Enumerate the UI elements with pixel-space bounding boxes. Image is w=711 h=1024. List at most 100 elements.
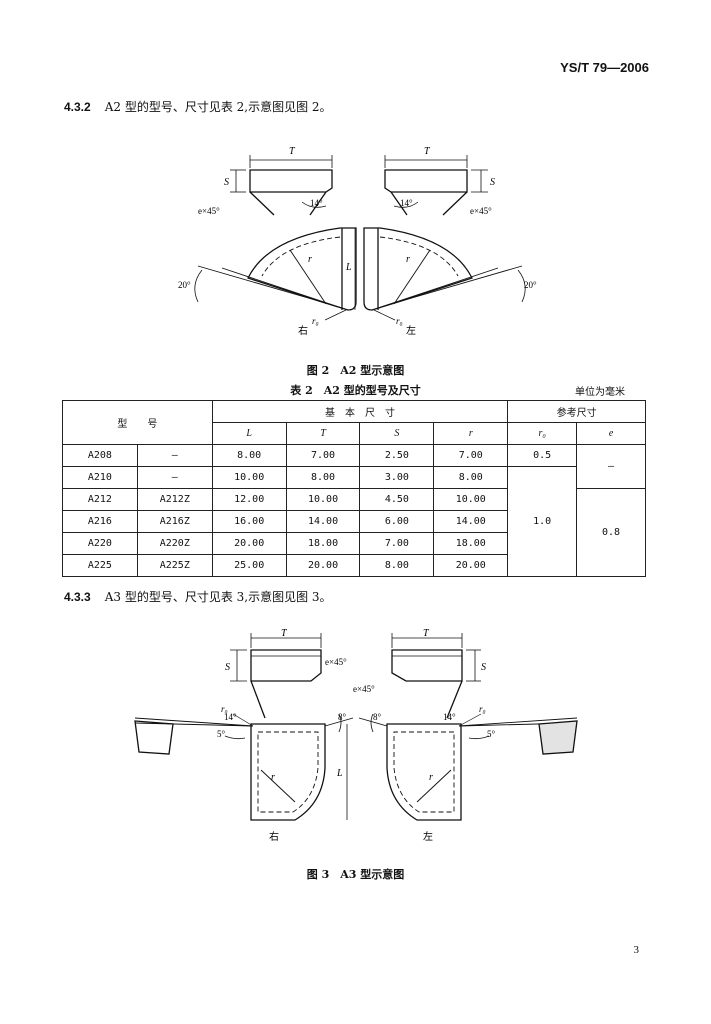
col-S: S [359, 422, 435, 445]
cell-r: 8.00 [433, 466, 509, 489]
fig3-label-5-left: 5° [217, 729, 226, 739]
cell-model-z: — [136, 444, 213, 467]
fig2-right-top-insert [384, 169, 468, 193]
table-2-unit: 单位为毫米 [575, 387, 625, 398]
cell-model-z: — [136, 466, 213, 489]
fig3-left-workpiece [134, 720, 174, 755]
fig2-label-14-left: 14° [310, 198, 323, 208]
fig3-label-r-left: r [271, 772, 275, 783]
cell-r: 7.00 [433, 444, 509, 467]
col-r: r [433, 422, 509, 445]
fig2-label-T-right: T [424, 146, 431, 157]
fig2-label-r0-right: r₀ [396, 316, 403, 326]
fig3-label-14-left: 14° [224, 712, 237, 722]
section-text: A3 型的型号、尺寸见表 3,示意图见图 3。 [104, 590, 332, 604]
fig3-label-S-right: S [481, 662, 486, 673]
table-row: A216 A216Z 16.00 14.00 6.00 14.00 [62, 510, 646, 533]
fig3-right-insert [386, 723, 462, 821]
cell-r: 10.00 [433, 488, 509, 511]
fig3-label-14-right: 14° [443, 712, 456, 722]
fig2-label-14-right: 14° [400, 198, 413, 208]
cell-L: 16.00 [211, 510, 287, 533]
cell-model-z: A220Z [136, 532, 213, 555]
table-row: A220 A220Z 20.00 18.00 7.00 18.00 [62, 532, 646, 555]
fig3-left-insert [250, 723, 326, 821]
cell-model: A208 [62, 444, 138, 467]
table-2-caption: 表 2 A2 型的型号及尺寸 [290, 384, 421, 397]
cell-T: 18.00 [285, 532, 361, 555]
table-row: A212 A212Z 12.00 10.00 4.50 10.00 0.8 [62, 488, 646, 577]
fig3-label-L: L [336, 768, 343, 779]
fig2-chamfer-right: e×45° [470, 206, 492, 216]
fig2-label-20-right: 20° [524, 280, 537, 290]
cell-S: 7.00 [359, 532, 435, 555]
fig2-right-top-edge [442, 191, 468, 216]
table-header-basic: 基 本 尺 寸 [211, 400, 509, 423]
figure-3-drawing: T T S S e×45° e×45° r₀ r₀ 14° 14° 8° 8° … [134, 628, 578, 843]
cell-model: A212 [62, 488, 138, 511]
cell-L: 25.00 [211, 554, 287, 577]
fig2-left-insert [247, 227, 357, 311]
cell-r: 20.00 [433, 554, 509, 577]
fig3-label-5-right: 5° [487, 729, 496, 739]
cell-T: 10.00 [285, 488, 361, 511]
cell-L: 8.00 [211, 444, 287, 467]
fig2-label-L: L [345, 262, 352, 273]
cell-S: 6.00 [359, 510, 435, 533]
fig2-label-right-hand: 右 [298, 324, 308, 337]
fig3-label-r0-right: r₀ [479, 704, 486, 714]
cell-e: — [576, 444, 646, 489]
fig3-left-top-insert [250, 649, 322, 682]
table-2: 型 号 基 本 尺 寸 参考尺寸 L T S r r₀ e A208 — 8.0… [62, 400, 646, 577]
fig3-left-top-edge [250, 680, 266, 719]
fig3-right-top-edge [446, 680, 463, 719]
fig2-left-top-edge2 [309, 191, 327, 216]
cell-model: A210 [62, 466, 138, 489]
fig2-label-S-right: S [490, 177, 495, 188]
fig3-label-T-right: T [423, 628, 430, 639]
fig2-label-T-left: T [289, 146, 296, 157]
fig3-right-workpiece [538, 720, 578, 755]
cell-model: A216 [62, 510, 138, 533]
fig2-label-r-right: r [406, 254, 410, 265]
col-e: e [576, 422, 646, 445]
section-text: A2 型的型号、尺寸见表 2,示意图见图 2。 [104, 100, 332, 114]
cell-r: 18.00 [433, 532, 509, 555]
fig2-label-S-left: S [224, 177, 229, 188]
fig3-label-left-hand: 左 [423, 830, 433, 843]
fig2-left-top-insert [249, 169, 333, 193]
fig2-label-r-left: r [308, 254, 312, 265]
cell-model: A225 [62, 554, 138, 577]
cell-T: 7.00 [285, 444, 361, 467]
fig3-label-8-left: 8° [338, 712, 347, 722]
cell-L: 10.00 [211, 466, 287, 489]
page-number: 3 [633, 944, 640, 956]
table-row: A225 A225Z 25.00 20.00 8.00 20.00 [62, 554, 646, 577]
cell-L: 20.00 [211, 532, 287, 555]
cell-S: 4.50 [359, 488, 435, 511]
table-header-ref: 参考尺寸 [507, 400, 646, 423]
cell-S: 2.50 [359, 444, 435, 467]
fig3-chamfer-left: e×45° [325, 657, 347, 667]
fig2-label-20-left: 20° [178, 280, 191, 290]
cell-model-z: A216Z [136, 510, 213, 533]
standard-number: YS/T 79—2006 [560, 60, 649, 75]
fig3-label-r0-left: r₀ [221, 704, 228, 714]
fig3-label-8-right: 8° [373, 712, 382, 722]
section-number: 4.3.2 [64, 100, 91, 114]
fig3-chamfer-right: e×45° [353, 684, 375, 694]
cell-r: 14.00 [433, 510, 509, 533]
cell-L: 12.00 [211, 488, 287, 511]
col-r0: r₀ [507, 422, 578, 445]
cell-r0: 0.5 [507, 444, 578, 467]
fig2-label-left-hand: 左 [406, 324, 416, 337]
cell-e: 0.8 [576, 488, 646, 577]
fig3-label-T-left: T [281, 628, 288, 639]
fig2-right-insert [363, 227, 473, 311]
fig2-chamfer-left: e×45° [198, 206, 220, 216]
col-L: L [211, 422, 287, 445]
figure-2-drawing: T T S S 14° 14° e×45° e×45° L r r 20° 20… [178, 146, 537, 337]
cell-model: A220 [62, 532, 138, 555]
fig2-left-top-edge [249, 191, 275, 216]
cell-model-z: A212Z [136, 488, 213, 511]
